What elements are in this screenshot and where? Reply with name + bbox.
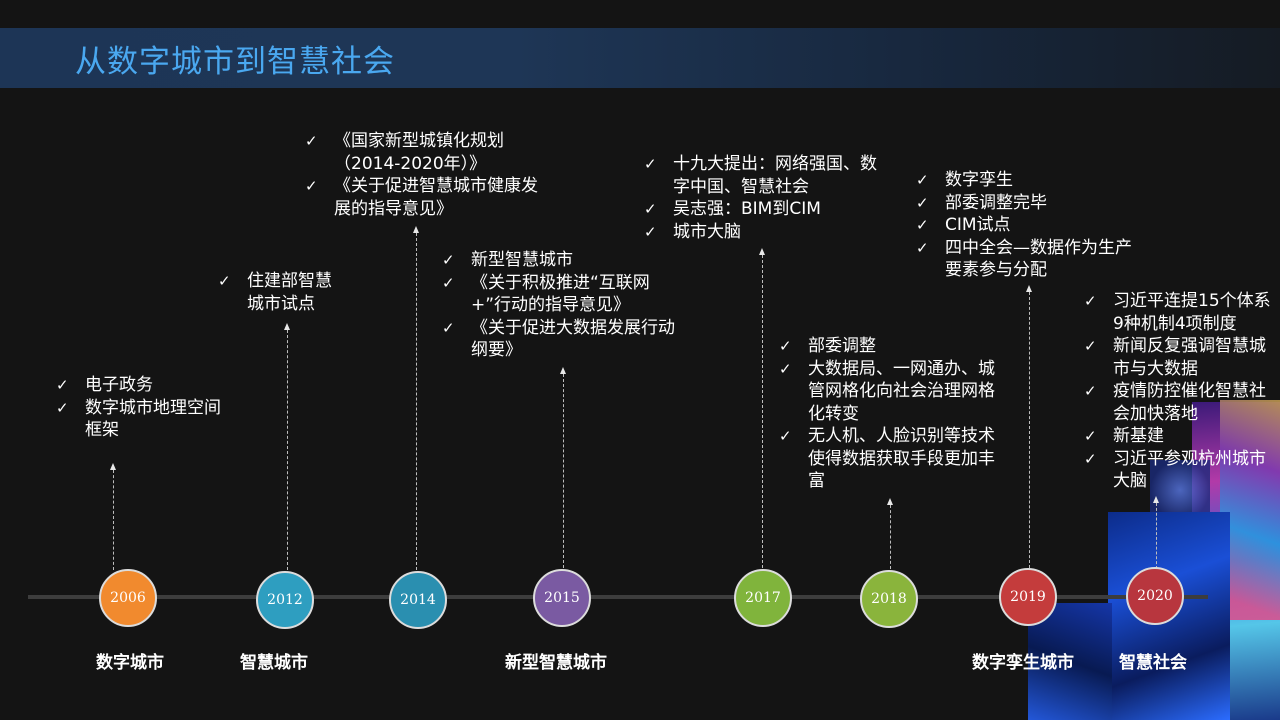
year-node-2006: 2006 (99, 569, 157, 627)
list-item: ✓十九大提出：网络强国、数字中国、智慧社会 (644, 154, 877, 197)
arrow-up-icon (1153, 496, 1159, 503)
list-item: ✓《关于促进智慧城市健康发展的指导意见》 (305, 176, 538, 219)
era-label-new-smart-city: 新型智慧城市 (505, 653, 607, 673)
year-node-2019: 2019 (999, 568, 1057, 626)
check-icon: ✓ (644, 155, 657, 173)
notes-2018: ✓部委调整 ✓大数据局、一网通办、城管网格化向社会治理网格化转变 ✓无人机、人脸… (779, 335, 1004, 493)
arrow-up-icon (887, 498, 893, 505)
check-icon: ✓ (442, 251, 455, 269)
notes-2015: ✓新型智慧城市 ✓《关于积极推进“互联网+”行动的指导意见》 ✓《关于促进大数据… (442, 249, 687, 362)
check-icon: ✓ (779, 359, 792, 378)
year-node-2015: 2015 (533, 569, 591, 627)
year-node-2014: 2014 (389, 571, 447, 629)
title-bar (0, 28, 1280, 88)
decorative-image (1220, 400, 1280, 620)
list-item: ✓新基建 (1084, 426, 1164, 446)
check-icon: ✓ (779, 337, 792, 355)
list-item: ✓电子政务 (56, 375, 153, 395)
check-icon: ✓ (56, 398, 69, 417)
arrow-up-icon (560, 367, 566, 374)
check-icon: ✓ (916, 216, 929, 234)
check-icon: ✓ (305, 132, 318, 150)
year-node-2012: 2012 (256, 571, 314, 629)
list-item: ✓新型智慧城市 (442, 250, 573, 270)
check-icon: ✓ (916, 171, 929, 189)
check-icon: ✓ (442, 318, 455, 337)
list-item: ✓部委调整完毕 (916, 192, 1047, 213)
list-item: ✓《国家新型城镇化规划（2014-2020年）》 (305, 131, 504, 174)
list-item: ✓无人机、人脸识别等技术使得数据获取手段更加丰富 (779, 426, 995, 491)
page-title: 从数字城市到智慧社会 (75, 44, 395, 80)
list-item: ✓新闻反复强调智慧城市与大数据 (1084, 336, 1266, 379)
notes-2014: ✓《国家新型城镇化规划（2014-2020年）》 ✓《关于促进智慧城市健康发展的… (305, 130, 550, 220)
list-item: ✓《关于促进大数据发展行动纲要》 (442, 317, 675, 361)
check-icon: ✓ (1084, 427, 1097, 445)
list-item: ✓数字城市地理空间框架 (56, 397, 221, 441)
list-item: ✓习近平参观杭州城市大脑 (1084, 448, 1266, 492)
arrow-up-icon (284, 323, 290, 330)
list-item: ✓四中全会—数据作为生产要素参与分配 (916, 237, 1132, 281)
list-item: ✓吴志强：BIM到CIM (644, 199, 821, 219)
era-label-smart-city: 智慧城市 (240, 653, 308, 673)
decorative-image (1028, 603, 1112, 720)
list-item: ✓城市大脑 (644, 221, 741, 242)
check-icon: ✓ (644, 200, 657, 218)
list-item: ✓疫情防控催化智慧社会加快落地 (1084, 381, 1266, 424)
check-icon: ✓ (1084, 382, 1097, 400)
timeline-axis (28, 595, 1208, 599)
era-label-digital-twin-city: 数字孪生城市 (972, 653, 1074, 673)
check-icon: ✓ (218, 272, 231, 290)
list-item: ✓大数据局、一网通办、城管网格化向社会治理网格化转变 (779, 358, 995, 424)
list-item: ✓《关于积极推进“互联网+”行动的指导意见》 (442, 272, 650, 316)
year-node-2018: 2018 (860, 570, 918, 628)
connector-line (762, 255, 763, 568)
notes-2019: ✓数字孪生 ✓部委调整完毕 ✓CIM试点 ✓四中全会—数据作为生产要素参与分配 (916, 169, 1144, 282)
notes-2012: ✓住建部智慧城市试点 (218, 270, 348, 315)
check-icon: ✓ (305, 177, 318, 195)
notes-2020: ✓习近平连提15个体系9种机制4项制度 ✓新闻反复强调智慧城市与大数据 ✓疫情防… (1084, 290, 1276, 493)
check-icon: ✓ (1084, 449, 1097, 468)
arrow-up-icon (759, 248, 765, 255)
check-icon: ✓ (1084, 337, 1097, 355)
list-item: ✓住建部智慧城市试点 (218, 271, 332, 314)
arrow-up-icon (1026, 285, 1032, 292)
check-icon: ✓ (916, 238, 929, 257)
connector-line (563, 374, 564, 568)
check-icon: ✓ (56, 376, 69, 394)
era-label-digital-city: 数字城市 (96, 653, 164, 673)
notes-2006: ✓电子政务 ✓数字城市地理空间框架 (56, 374, 224, 442)
connector-line (287, 330, 288, 570)
year-node-2020: 2020 (1126, 567, 1184, 625)
connector-line (113, 470, 114, 570)
connector-line (1029, 292, 1030, 568)
notes-2017: ✓十九大提出：网络强国、数字中国、智慧社会 ✓吴志强：BIM到CIM ✓城市大脑 (644, 153, 879, 243)
arrow-up-icon (413, 226, 419, 233)
connector-line (890, 505, 891, 569)
list-item: ✓CIM试点 (916, 215, 1011, 235)
list-item: ✓数字孪生 (916, 170, 1013, 190)
check-icon: ✓ (1084, 292, 1097, 310)
check-icon: ✓ (779, 427, 792, 445)
decorative-image (1150, 460, 1210, 520)
check-icon: ✓ (916, 193, 929, 212)
check-icon: ✓ (644, 222, 657, 241)
connector-line (416, 233, 417, 570)
list-item: ✓部委调整 (779, 336, 876, 356)
year-node-2017: 2017 (734, 569, 792, 627)
connector-line (1156, 503, 1157, 569)
list-item: ✓习近平连提15个体系9种机制4项制度 (1084, 291, 1271, 334)
era-label-smart-society: 智慧社会 (1119, 653, 1187, 673)
check-icon: ✓ (442, 273, 455, 292)
arrow-up-icon (110, 463, 116, 470)
